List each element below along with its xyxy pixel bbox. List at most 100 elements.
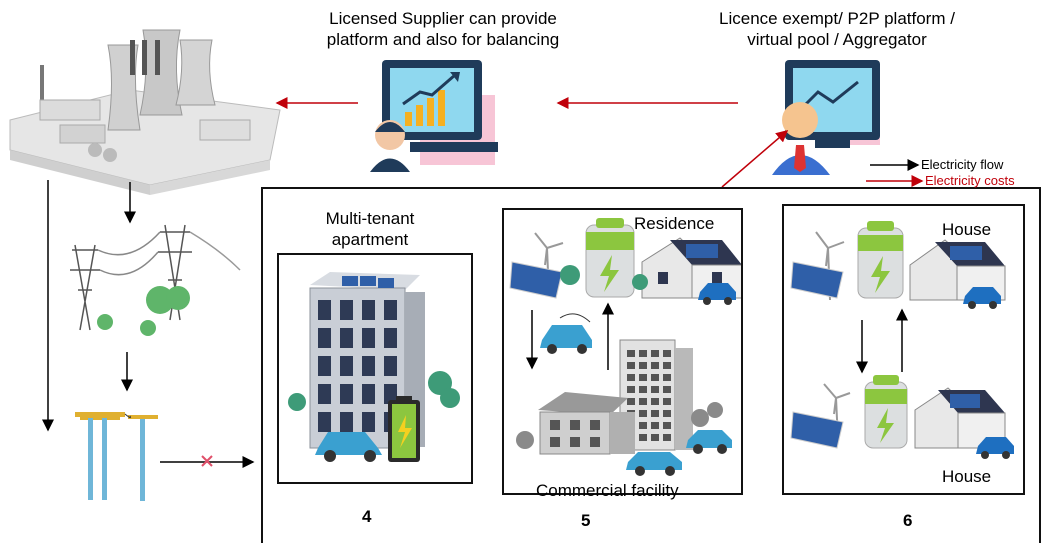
window — [384, 300, 397, 320]
battery-icon — [864, 375, 908, 449]
window — [340, 328, 353, 348]
electric-car-icon — [626, 430, 732, 476]
window — [318, 300, 331, 320]
window — [651, 410, 659, 417]
solar-panel-icon — [686, 244, 718, 258]
transmission-tower-icon — [70, 224, 241, 331]
solar-panel-icon — [509, 261, 563, 299]
legend-flow-label: Electricity flow — [921, 157, 1004, 172]
power-plant-icon — [9, 29, 281, 195]
window — [627, 398, 635, 405]
window — [627, 350, 635, 357]
residence-commercial-scenario-box — [502, 208, 743, 495]
electric-car-icon — [698, 283, 736, 305]
platform-caption: Licence exempt/ P2P platform / virtual p… — [692, 8, 982, 50]
commercial-facility-label: Commercial facility — [536, 481, 679, 500]
window — [627, 386, 635, 393]
window — [362, 384, 375, 404]
solar-panel-icon — [790, 411, 844, 449]
residence-label: Residence — [634, 214, 715, 233]
window — [651, 350, 659, 357]
window — [639, 386, 647, 393]
window — [627, 374, 635, 381]
apartment-scenario-box — [277, 253, 473, 484]
house-icon — [914, 387, 1006, 449]
window — [663, 398, 671, 405]
utility-pole-icon — [75, 412, 158, 501]
scenarios-to-platform-cost-arrow — [721, 130, 789, 188]
supplier-caption-line1: Licensed Supplier can provide — [329, 9, 557, 28]
window — [651, 434, 659, 441]
window — [318, 328, 331, 348]
window — [639, 362, 647, 369]
window — [362, 356, 375, 376]
scenario-number-5: 5 — [581, 511, 591, 530]
solar-panel-icon — [950, 394, 980, 408]
solar-panel-icon — [342, 276, 394, 288]
window — [362, 328, 375, 348]
analyst-monitor-icon — [772, 60, 880, 175]
house-top-label: House — [942, 220, 992, 239]
window — [340, 356, 353, 376]
battery-icon — [388, 396, 420, 462]
electric-car-icon — [963, 287, 1001, 309]
window — [651, 398, 659, 405]
window — [384, 384, 397, 404]
window — [639, 434, 647, 441]
legend-cost-label: Electricity costs — [925, 173, 1015, 188]
window — [663, 386, 671, 393]
window — [340, 412, 353, 432]
supplier-caption: Licensed Supplier can provide platform a… — [298, 8, 588, 50]
window — [384, 356, 397, 376]
window — [639, 422, 647, 429]
scenario-number-4: 4 — [362, 507, 372, 526]
tree-icon — [516, 402, 723, 449]
solar-panel-icon — [790, 261, 844, 299]
window — [651, 386, 659, 393]
house-icon — [538, 392, 635, 455]
window — [318, 356, 331, 376]
apartment-title: Multi-tenant apartment — [305, 208, 435, 250]
blocked-cross-icon — [201, 455, 213, 467]
window — [663, 410, 671, 417]
window — [663, 422, 671, 429]
window — [340, 384, 353, 404]
window — [318, 412, 331, 432]
supplier-caption-line2: platform and also for balancing — [326, 30, 560, 49]
window — [362, 300, 375, 320]
solar-panel-icon — [950, 246, 982, 260]
electric-car-icon — [540, 313, 592, 354]
window — [651, 374, 659, 381]
tree-icon — [288, 371, 460, 411]
window — [627, 362, 635, 369]
scenario-number-6: 6 — [903, 511, 913, 530]
window — [663, 374, 671, 381]
window — [651, 362, 659, 369]
window — [663, 434, 671, 441]
apartment-windows — [318, 300, 397, 432]
window — [651, 422, 659, 429]
apartment-title-line2: apartment — [331, 230, 409, 249]
battery-icon — [857, 221, 904, 299]
window — [362, 412, 375, 432]
tree-icon — [560, 265, 648, 290]
platform-caption-line2: virtual pool / Aggregator — [747, 30, 927, 49]
window — [639, 410, 647, 417]
electric-car-icon — [315, 432, 382, 462]
electric-car-icon — [976, 437, 1014, 459]
house-house-scenario-box — [782, 204, 1025, 495]
apartment-title-line1: Multi-tenant — [325, 209, 415, 228]
scenarios-frame — [261, 187, 1041, 543]
window — [384, 328, 397, 348]
window — [639, 398, 647, 405]
window — [639, 350, 647, 357]
tree-icon — [97, 286, 190, 336]
window — [663, 350, 671, 357]
house-bottom-label: House — [942, 467, 992, 486]
platform-caption-line1: Licence exempt/ P2P platform / — [719, 9, 955, 28]
window — [639, 374, 647, 381]
window — [340, 300, 353, 320]
consultant-laptop-icon — [370, 60, 498, 172]
battery-icon — [585, 218, 635, 298]
